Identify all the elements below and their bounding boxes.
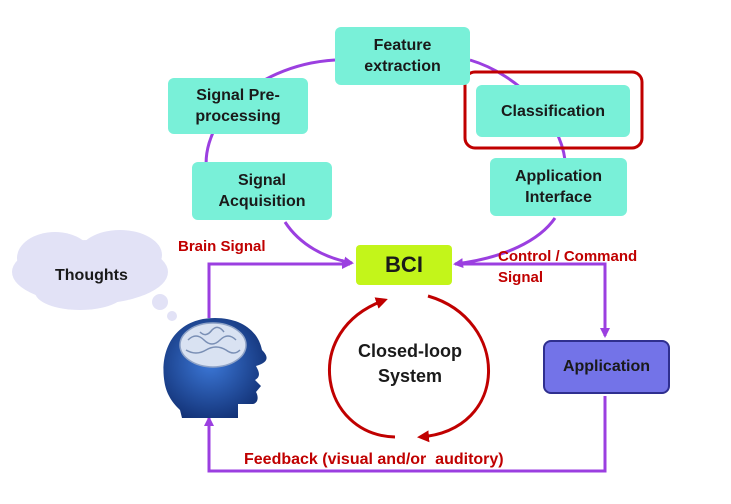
acquisition-to-bci-arrow	[283, 221, 354, 267]
application-box: Application	[543, 340, 670, 394]
thoughts-label: Thoughts	[55, 267, 128, 284]
closed-loop-arc-right	[417, 294, 490, 443]
step-signal-acquisition: Signal Acquisition	[192, 162, 332, 220]
closed-loop-label: Closed-loop System	[358, 341, 462, 386]
step-application-interface: Application Interface	[490, 158, 627, 216]
classification-highlight	[463, 70, 644, 150]
brain-signal-label: Brain Signal	[178, 238, 266, 255]
step-signal-preprocessing: Signal Pre- processing	[168, 78, 308, 134]
step-feature-extraction: Feature extraction	[335, 27, 470, 85]
brain-to-bci-arrow	[207, 259, 352, 318]
closed-loop-arc-left	[328, 297, 396, 439]
feedback-label: Feedback (visual and/or auditory)	[244, 451, 504, 468]
brain-head-icon	[163, 318, 267, 418]
bci-to-application-arrow	[455, 262, 610, 338]
step-classification: Classification	[476, 85, 630, 137]
thought-cloud-icon	[12, 230, 177, 321]
control-command-label: Control / Command Signal	[498, 248, 638, 286]
interface-to-bci-arrow	[453, 217, 557, 269]
bci-box: BCI	[356, 245, 452, 285]
feedback-arrow	[204, 396, 607, 473]
